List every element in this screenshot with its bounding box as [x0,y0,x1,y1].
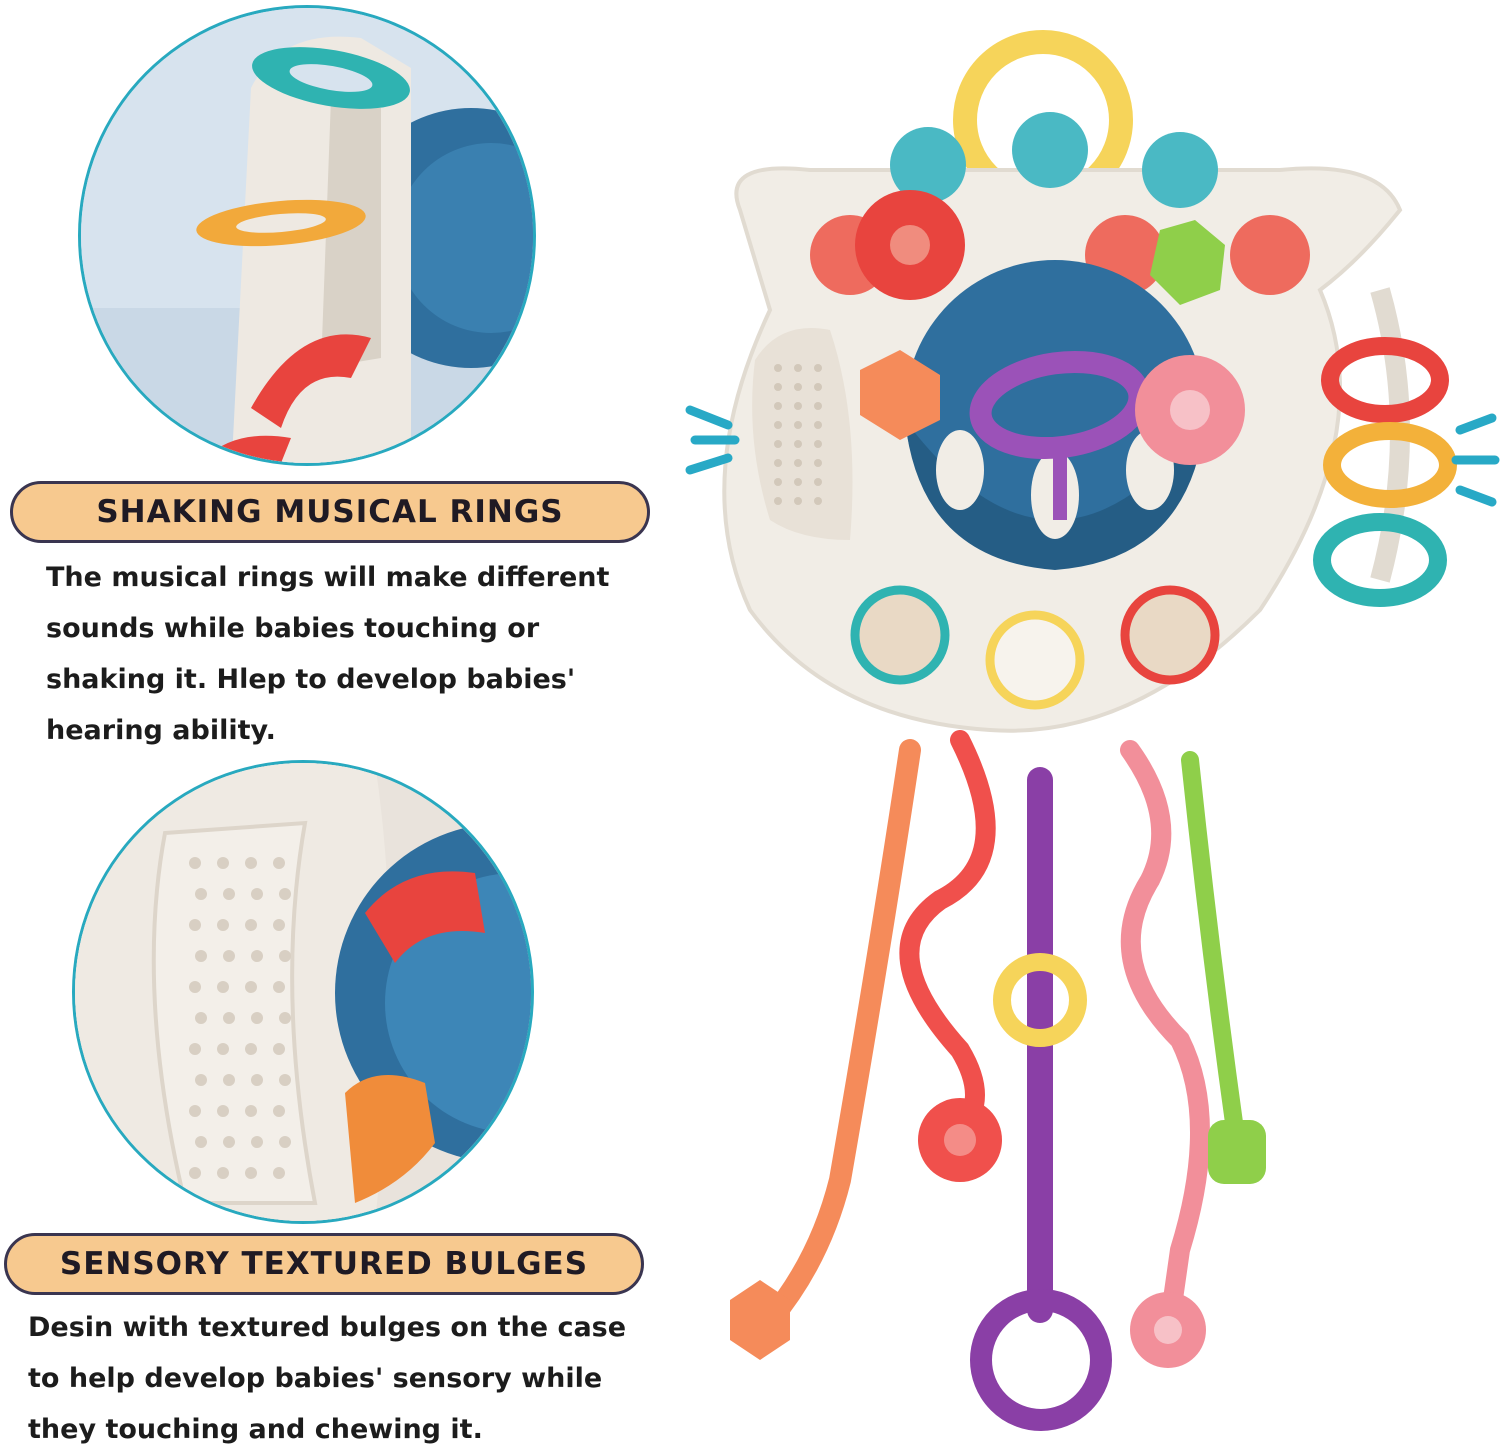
texture-bulge [217,1167,229,1179]
texture-bulge [273,1105,285,1117]
texture-bulge [774,497,782,505]
texture-bulge [245,857,257,869]
texture-bulge [245,981,257,993]
texture-bulge [245,919,257,931]
texture-bulge [814,478,822,486]
musical-rings-closeup-image [81,8,533,463]
texture-bulge [251,1012,263,1024]
description-line: they touching and chewing it. [28,1414,483,1445]
description-line: to help develop babies' sensory while [28,1363,603,1394]
texture-bulge [794,478,802,486]
texture-bulge [774,440,782,448]
feature-description-musical-rings: The musical rings will make different so… [46,552,656,756]
feature-banner-textured-bulges: SENSORY TEXTURED BULGES [4,1233,644,1295]
texture-bulge [223,950,235,962]
texture-bulge [223,888,235,900]
texture-bulge [195,950,207,962]
texture-bulge [794,421,802,429]
texture-bulge [189,919,201,931]
texture-bulge [273,857,285,869]
texture-bulge [217,981,229,993]
texture-bulge [279,888,291,900]
texture-bulge [774,383,782,391]
description-line: The musical rings will make different [46,562,610,593]
texture-bulge [774,478,782,486]
texture-bulge [814,440,822,448]
texture-bulge [195,1136,207,1148]
texture-bulge [279,1074,291,1086]
texture-bulge [794,497,802,505]
zoom-circle-musical-rings [78,5,536,466]
texture-bulge [245,1105,257,1117]
texture-bulge [814,383,822,391]
texture-bulge [273,1043,285,1055]
texture-bulge [251,1074,263,1086]
texture-bulge [774,402,782,410]
texture-bulge [814,402,822,410]
texture-bulge [774,364,782,372]
texture-bulge [223,1012,235,1024]
texture-bulge [273,981,285,993]
description-line: hearing ability. [46,715,276,746]
texture-bulge [814,459,822,467]
textured-bulges-closeup-image [75,763,531,1221]
texture-bulge [195,1012,207,1024]
sensory-pull-string-toy-image [685,30,1500,1431]
texture-bulge [223,1136,235,1148]
texture-bulge [251,1136,263,1148]
feature-banner-musical-rings: SHAKING MUSICAL RINGS [10,481,650,543]
texture-bulge [189,857,201,869]
texture-bulge [279,950,291,962]
texture-bulge [794,440,802,448]
texture-bulge [251,888,263,900]
description-line: sounds while babies touching or [46,613,540,644]
texture-bulge [273,919,285,931]
texture-bulge [217,857,229,869]
texture-bulge [814,497,822,505]
feature-description-textured-bulges: Desin with textured bulges on the case t… [28,1302,658,1455]
texture-bulge [251,950,263,962]
texture-bulge [195,1074,207,1086]
texture-bulge [774,421,782,429]
texture-bulge [195,888,207,900]
texture-bulge [794,459,802,467]
texture-bulge [223,1074,235,1086]
texture-bulge [279,1012,291,1024]
texture-bulge [189,1105,201,1117]
description-line: shaking it. Hlep to develop babies' [46,664,576,695]
feature-title: SENSORY TEXTURED BULGES [59,1246,589,1282]
texture-bulge [245,1167,257,1179]
texture-bulge [189,1167,201,1179]
texture-bulge [794,364,802,372]
texture-bulge [774,459,782,467]
texture-bulge [794,383,802,391]
texture-bulge [217,1105,229,1117]
texture-bulge [245,1043,257,1055]
texture-bulge [814,364,822,372]
description-line: Desin with textured bulges on the case [28,1312,627,1343]
feature-title: SHAKING MUSICAL RINGS [96,494,564,530]
texture-bulge [189,981,201,993]
texture-bulge [279,1136,291,1148]
texture-bulge [217,919,229,931]
texture-bulge [273,1167,285,1179]
texture-bulge [814,421,822,429]
texture-bulge [794,402,802,410]
zoom-circle-textured-bulges [72,760,534,1224]
texture-bulge [189,1043,201,1055]
texture-bulge [217,1043,229,1055]
